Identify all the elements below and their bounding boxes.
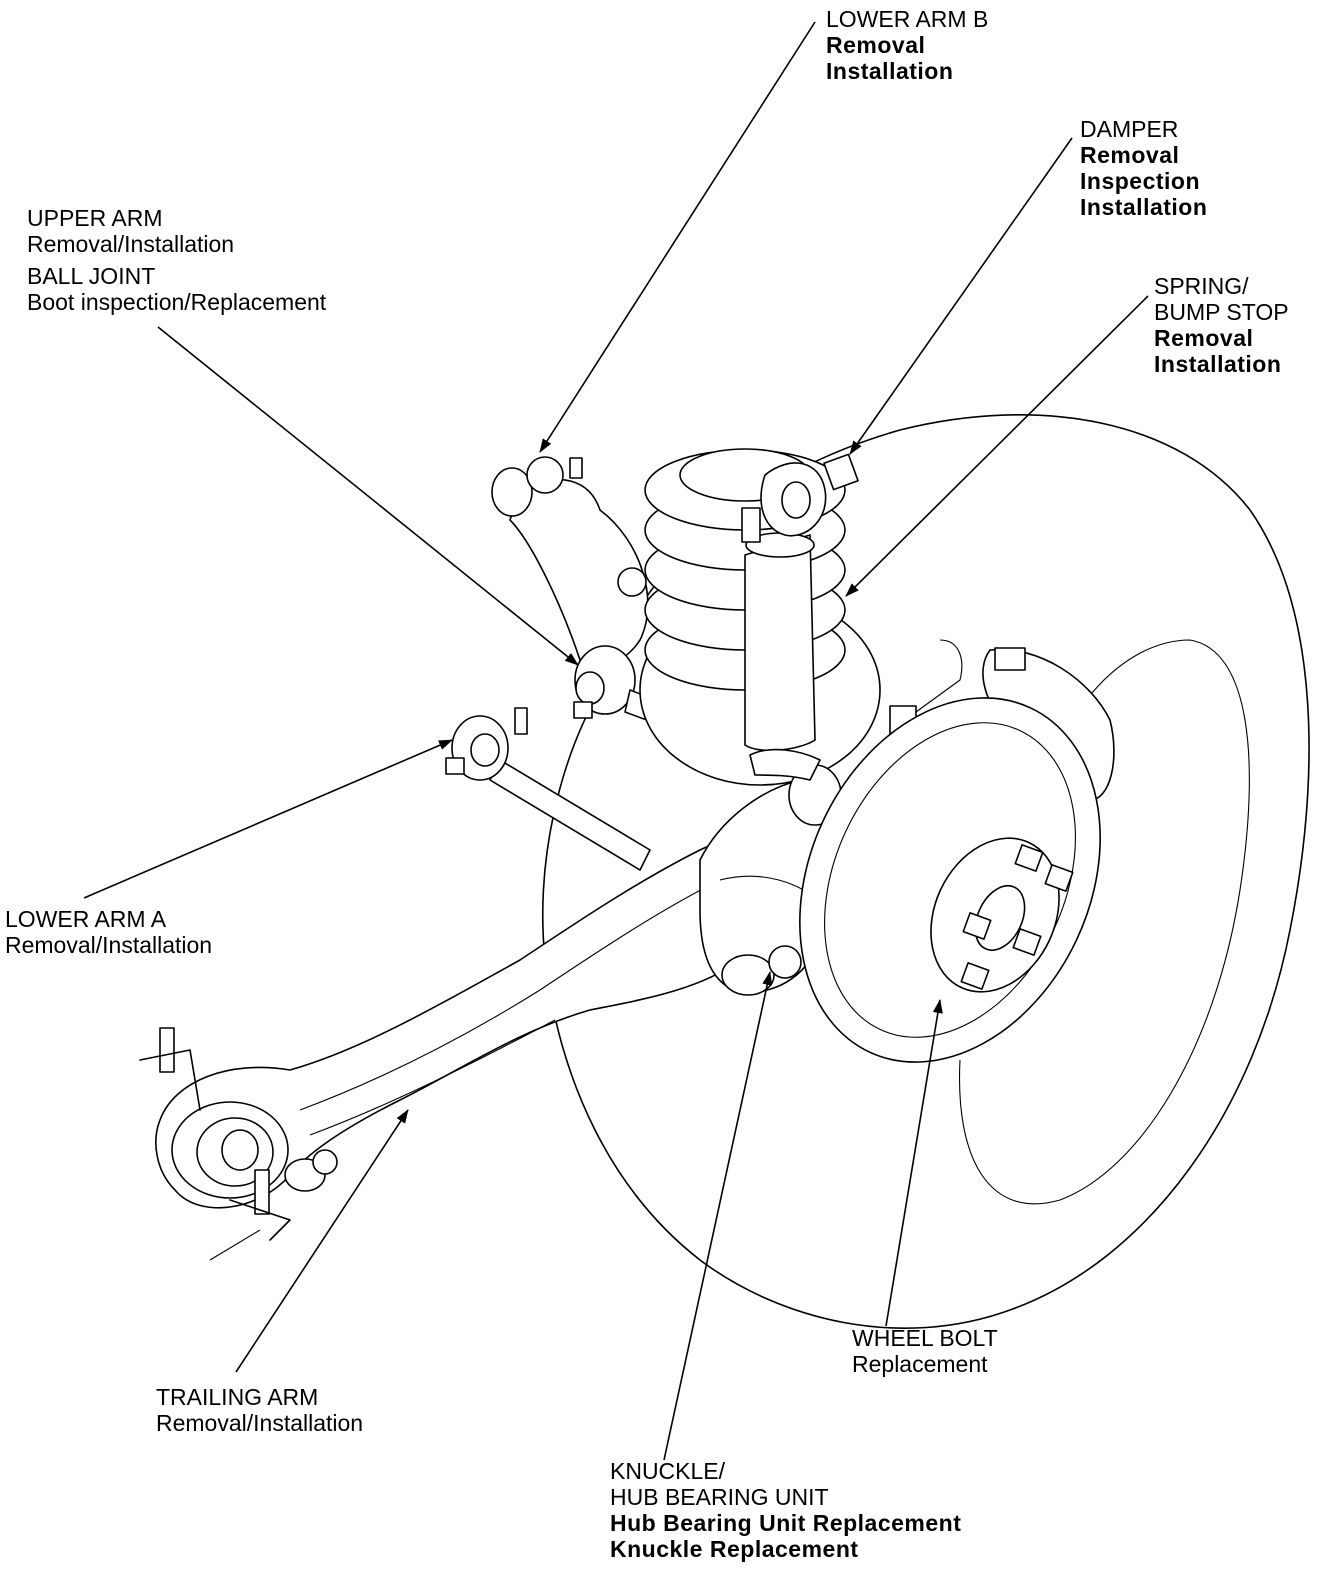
spring-action-installation: Installation [1154,351,1282,377]
knuckle-name-line2: HUB BEARING UNIT [610,1484,829,1510]
lower-arm-a-name: LOWER ARM A [5,906,167,932]
callout-knuckle-hub: KNUCKLE/ HUB BEARING UNIT Hub Bearing Un… [610,1458,961,1562]
lower-arm-b-name: LOWER ARM B [826,6,989,32]
lower-arm-a-action: Removal/Installation [5,932,213,958]
spring-name-line1: SPRING/ [1154,273,1249,299]
callout-ball-joint: BALL JOINT Boot inspection/Replacement [27,263,326,315]
spring-name-line2: BUMP STOP [1154,299,1289,325]
upper-arm-name: UPPER ARM [27,205,163,231]
spring-action-removal: Removal [1154,325,1254,351]
knuckle-action-hub-bearing: Hub Bearing Unit Replacement [610,1510,962,1536]
trailing-arm-action: Removal/Installation [156,1410,364,1436]
callout-wheel-bolt: WHEEL BOLT Replacement [852,1325,998,1377]
knuckle-name-line1: KNUCKLE/ [610,1458,726,1484]
callout-lower-arm-a: LOWER ARM A Removal/Installation [5,906,212,958]
leader-knuckle [663,971,773,1461]
lower-arm-b-action-installation: Installation [826,58,954,84]
damper-action-installation: Installation [1080,194,1208,220]
callout-trailing-arm: TRAILING ARM Removal/Installation [156,1384,363,1436]
trailing-arm-name: TRAILING ARM [156,1384,319,1410]
wheel-bolt-action: Replacement [852,1351,988,1377]
leader-lines [83,21,1149,1461]
ball-joint-action: Boot inspection/Replacement [27,289,327,315]
callout-upper-arm: UPPER ARM Removal/Installation [27,205,234,257]
damper-action-inspection: Inspection [1080,168,1201,194]
wheel-bolts [960,844,1074,990]
callout-lower-arm-b: LOWER ARM B Removal Installation [826,6,988,84]
leader-wheel-bolt [885,999,943,1327]
brake-disc-hub [799,697,1101,1063]
damper-body [741,453,859,752]
knuckle-action-knuckle: Knuckle Replacement [610,1536,859,1562]
lower-arm-b-action-removal: Removal [826,32,926,58]
tire-outline [542,414,1310,1330]
leader-upper-arm [157,326,579,666]
leader-damper [849,137,1073,455]
leader-lower-arm-b [539,21,816,453]
lower-arm-a [445,707,651,871]
wheel-bolt-name: WHEEL BOLT [852,1325,998,1351]
ball-joint-name: BALL JOINT [27,263,156,289]
upper-arm-action: Removal/Installation [27,231,235,257]
damper-name: DAMPER [1080,116,1179,142]
leader-spring [845,295,1149,597]
leader-lower-arm-a [83,739,453,899]
trailing-arm [139,838,784,1261]
callout-spring-bump-stop: SPRING/ BUMP STOP Removal Installation [1154,273,1289,377]
damper-action-removal: Removal [1080,142,1180,168]
leader-trailing-arm [235,1109,409,1373]
callout-damper: DAMPER Removal Inspection Installation [1080,116,1207,220]
